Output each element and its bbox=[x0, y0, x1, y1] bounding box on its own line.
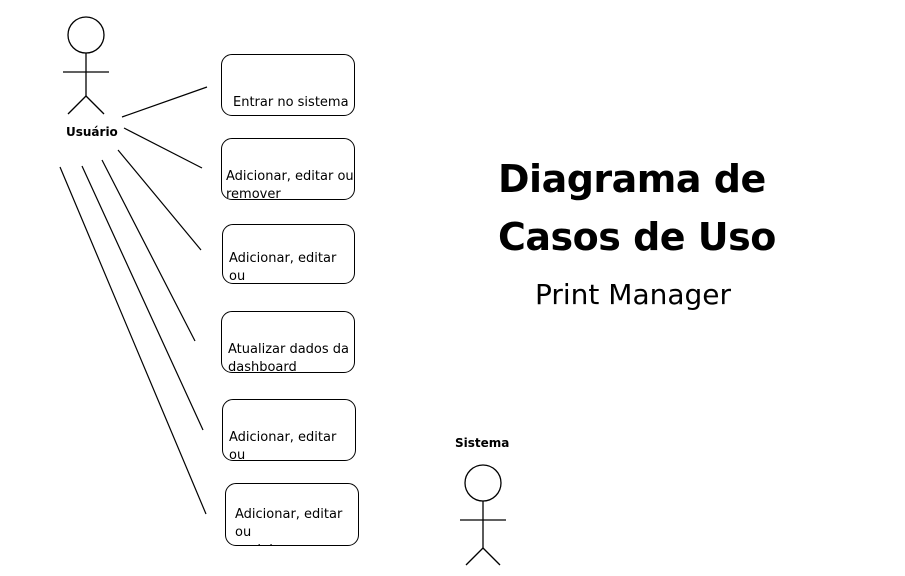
use-case-login: Entrar no sistema bbox=[221, 54, 355, 116]
association-line-4 bbox=[101, 159, 196, 342]
use-case-manage-toner-label: Adicionar, editar ou remover um toner do… bbox=[229, 251, 337, 284]
use-case-manage-toner: Adicionar, editar ou remover um toner do… bbox=[222, 224, 355, 284]
use-case-manage-printer-label: Adicionar, editar ou remover impressora bbox=[226, 169, 354, 200]
association-line-5 bbox=[81, 165, 204, 431]
user-actor-head bbox=[67, 16, 105, 54]
diagram-subtitle: Print Manager bbox=[535, 278, 732, 311]
association-line-2 bbox=[123, 127, 203, 169]
use-case-manage-owner-label: Adicionar, editar ou excluir proprietári… bbox=[229, 430, 337, 461]
system-actor-head bbox=[464, 464, 502, 502]
system-actor-figure bbox=[460, 464, 506, 566]
system-actor-label: Sistema bbox=[455, 436, 510, 450]
system-actor-left-leg bbox=[465, 547, 484, 566]
use-case-manage-departments-label: Adicionar, editar ou excluir departament… bbox=[235, 507, 343, 545]
user-actor-left-leg bbox=[67, 95, 87, 115]
user-actor-label: Usuário bbox=[66, 125, 118, 139]
use-case-login-label: Entrar no sistema bbox=[233, 95, 349, 110]
use-case-manage-printer: Adicionar, editar ou remover impressora bbox=[221, 138, 355, 200]
association-line-6 bbox=[59, 166, 207, 515]
association-line-3 bbox=[117, 149, 202, 251]
user-actor-right-leg bbox=[85, 95, 105, 115]
use-case-update-dashboard: Atualizar dados da dashboard bbox=[221, 311, 355, 373]
diagram-title: Diagrama de Casos de Uso bbox=[498, 157, 776, 259]
association-line-1 bbox=[121, 86, 208, 118]
use-case-manage-departments: Adicionar, editar ou excluir departament… bbox=[225, 483, 359, 546]
use-case-update-dashboard-label: Atualizar dados da dashboard bbox=[228, 342, 350, 373]
user-actor-figure bbox=[63, 16, 109, 115]
system-actor-right-leg bbox=[482, 547, 501, 566]
use-case-manage-owner: Adicionar, editar ou excluir proprietári… bbox=[222, 399, 356, 461]
